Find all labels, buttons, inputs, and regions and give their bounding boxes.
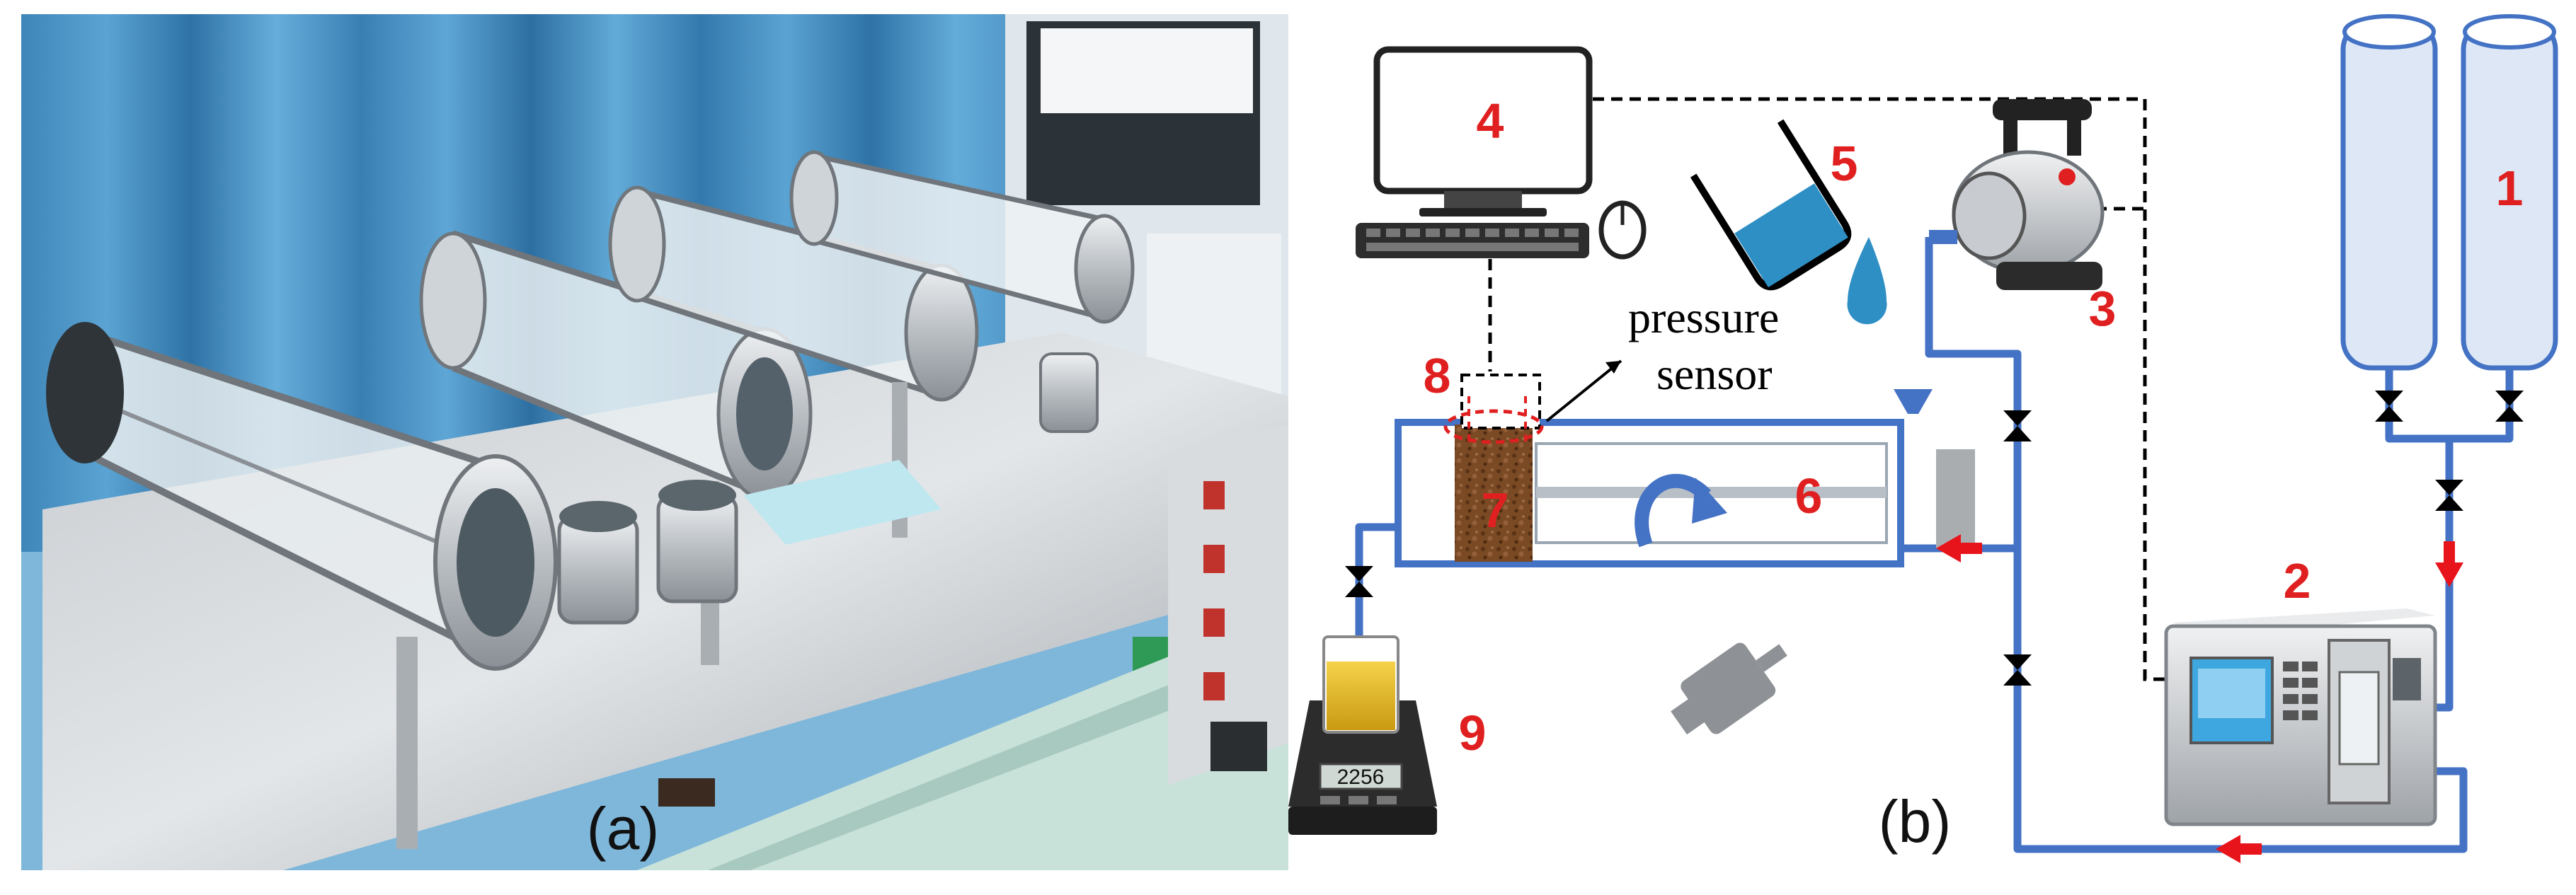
flow-arrows [1936,534,2463,863]
panel-b-label: (b) [1879,788,1952,855]
valve-lower [2003,654,2032,686]
vessel-3 [608,185,979,538]
component-number-7: 7 [1482,483,1509,538]
valves [1345,391,2524,686]
flow-arrow-inlet [1936,534,1982,562]
component-number-1: 1 [2496,161,2524,216]
pressure-sensor [1443,359,1622,444]
rotation-arrow [1635,473,1712,548]
valve-cyl-1 [2375,391,2403,422]
component-number-6: 6 [1795,468,1823,524]
vessel-2 [419,230,813,665]
piston-cap [1936,449,1975,548]
cabinet [637,608,1288,870]
valve-vacuum [2003,410,2032,441]
pouring-beaker-icon [1690,119,1887,325]
syringe-pump-icon [2164,608,2437,826]
water-droplet-icon [1847,237,1887,325]
sensor-label-line1: pressure [1628,292,1779,342]
scale-reading: 2256 [1337,766,1385,789]
core-sample [1455,425,1533,562]
component-number-9: 9 [1459,705,1487,761]
component-number-3: 3 [2089,281,2117,336]
flow-arrow-pump [2216,835,2262,863]
component-number-4: 4 [1477,93,1504,149]
gas-cylinders-icon [2340,14,2558,400]
component-number-8: 8 [1424,348,1451,403]
sensor-pointer [1545,359,1622,422]
flow-arrow-gas [2435,541,2463,587]
vessel-1 [46,322,558,849]
vessel-4 [789,150,1135,324]
panel-a-photo: (a) [21,14,1288,891]
syringe-icon [1671,642,1787,735]
cloth [743,460,941,545]
valve-cyl-2 [2495,391,2524,422]
valve-outlet [1345,566,1373,597]
sensor-label-line2: sensor [1656,349,1773,399]
fittings [557,352,1099,625]
panel-b-schematic: 2256 pre [1288,14,2558,863]
panel-a-label: (a) [587,795,660,862]
desktop-computer-icon [1356,46,1647,260]
vacuum-pump-icon [1929,99,2105,290]
valve-gas-line [2435,480,2463,511]
component-number-5: 5 [1831,136,1858,191]
component-number-2: 2 [2284,553,2311,608]
inlet-funnel [1894,389,1933,414]
oil-beaker-icon [1322,635,1399,734]
